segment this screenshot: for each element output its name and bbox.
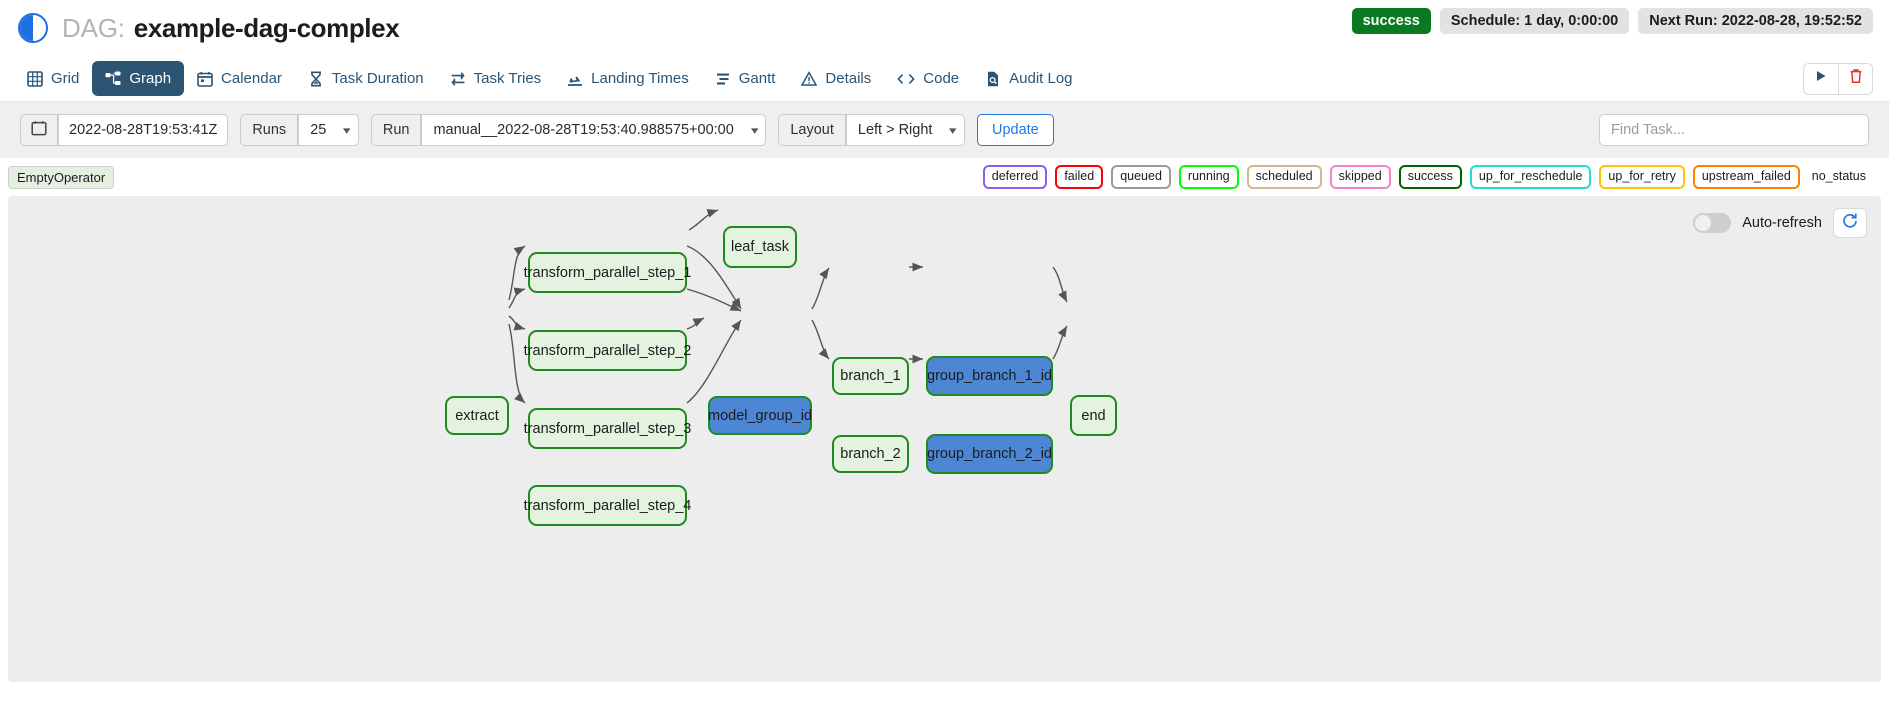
graph-node-branch-1[interactable]: branch_1 — [832, 357, 909, 395]
run-value: manual__2022-08-28T19:53:40.988575+00:00 — [433, 122, 734, 138]
runs-label: Runs — [240, 114, 299, 146]
legend-up-for-retry[interactable]: up_for_retry — [1599, 165, 1685, 189]
tab-landing-times[interactable]: Landing Times — [554, 61, 702, 96]
next-run-badge: Next Run: 2022-08-28, 19:52:52 — [1638, 8, 1873, 34]
refresh-icon — [1842, 213, 1858, 234]
runs-group: Runs 25 ▾ — [240, 114, 359, 146]
layout-value: Left > Right — [857, 122, 933, 138]
details-icon — [801, 70, 818, 87]
tab-grid-label: Grid — [51, 70, 80, 87]
legend-deferred[interactable]: deferred — [982, 165, 1048, 189]
runs-select[interactable]: 25 ▾ — [298, 114, 359, 146]
refresh-button[interactable] — [1833, 208, 1867, 238]
audit-log-icon — [985, 71, 1001, 87]
tab-task-tries[interactable]: Task Tries — [437, 61, 555, 96]
dag-pause-toggle-icon[interactable] — [18, 13, 48, 43]
trash-icon — [1849, 68, 1863, 89]
graph-edges — [508, 209, 1068, 404]
graph-canvas[interactable]: Auto-refresh — [8, 196, 1881, 682]
tab-task-duration[interactable]: Task Duration — [295, 61, 437, 96]
tab-details-label: Details — [825, 70, 872, 87]
tab-gantt-label: Gantt — [738, 70, 776, 87]
tab-task-tries-label: Task Tries — [473, 70, 542, 87]
layout-select[interactable]: Left > Right ▾ — [845, 114, 965, 146]
hourglass-icon — [308, 71, 324, 87]
dag-tabbar: Grid Graph Calendar Task Duration Task T… — [0, 56, 1889, 102]
tab-graph-label: Graph — [129, 70, 172, 87]
landing-icon — [567, 71, 583, 87]
calendar-icon — [31, 120, 47, 141]
graph-node-transform-parallel-step-4[interactable]: transform_parallel_step_4 — [524, 485, 691, 526]
legend-no-status[interactable]: no_status — [1807, 165, 1875, 189]
chevron-down-icon: ▾ — [750, 124, 759, 137]
tab-graph[interactable]: Graph — [92, 61, 185, 96]
tab-grid[interactable]: Grid — [14, 61, 92, 96]
layout-label: Layout — [778, 114, 846, 146]
graph-node-transform-parallel-step-3[interactable]: transform_parallel_step_3 — [524, 408, 691, 449]
tab-calendar[interactable]: Calendar — [184, 61, 295, 96]
tab-calendar-label: Calendar — [221, 70, 282, 87]
base-date-input[interactable]: 2022-08-28T19:53:41Z — [58, 114, 229, 146]
auto-refresh-label: Auto-refresh — [1742, 215, 1822, 231]
graph-icon — [105, 71, 121, 87]
legend-running[interactable]: running — [1178, 165, 1239, 189]
state-legend: deferred failed queued running scheduled… — [982, 165, 1875, 189]
graph-node-end[interactable]: end — [1070, 395, 1117, 436]
base-date-group: 2022-08-28T19:53:41Z — [20, 114, 229, 146]
play-icon — [1814, 69, 1828, 88]
legend-upstream-failed[interactable]: upstream_failed — [1692, 165, 1800, 189]
dag-actions — [1803, 62, 1873, 95]
run-select[interactable]: manual__2022-08-28T19:53:40.988575+00:00… — [421, 114, 767, 146]
tab-landing-times-label: Landing Times — [591, 70, 689, 87]
graph-node-transform-parallel-step-2[interactable]: transform_parallel_step_2 — [524, 330, 691, 371]
auto-refresh-toggle[interactable] — [1693, 213, 1732, 233]
schedule-badge: Schedule: 1 day, 0:00:00 — [1439, 8, 1630, 34]
find-task-input[interactable]: Find Task... — [1599, 114, 1869, 146]
status-badge: success — [1351, 8, 1431, 34]
delete-dag-button[interactable] — [1838, 63, 1872, 94]
tab-gantt[interactable]: Gantt — [702, 61, 789, 96]
chevron-down-icon: ▾ — [949, 124, 957, 137]
graph-node-group-branch-2-id[interactable]: group_branch_2_id — [926, 434, 1053, 474]
legend-bar: EmptyOperator deferred failed queued run… — [0, 158, 1889, 196]
legend-up-for-reschedule[interactable]: up_for_reschedule — [1469, 165, 1592, 189]
graph-node-transform-parallel-step-1[interactable]: transform_parallel_step_1 — [524, 252, 691, 293]
chevron-down-icon: ▾ — [343, 124, 351, 137]
gantt-icon — [715, 71, 731, 87]
tab-audit-log[interactable]: Audit Log — [972, 61, 1085, 96]
retry-icon — [450, 71, 466, 87]
legend-skipped[interactable]: skipped — [1329, 165, 1391, 189]
dag-header: DAG: example-dag-complex success Schedul… — [0, 0, 1889, 56]
tab-code[interactable]: Code — [884, 61, 972, 96]
graph-node-leaf-task[interactable]: leaf_task — [723, 226, 797, 268]
legend-success[interactable]: success — [1398, 165, 1462, 189]
operator-legend-badge: EmptyOperator — [8, 165, 115, 189]
layout-group: Layout Left > Right ▾ — [778, 114, 965, 146]
code-icon — [897, 71, 915, 87]
dag-prefix-label: DAG: — [62, 12, 125, 43]
graph-node-branch-2[interactable]: branch_2 — [832, 435, 909, 473]
graph-node-extract[interactable]: extract — [445, 396, 509, 435]
calendar-picker-button[interactable] — [20, 114, 58, 146]
graph-toolbar: Auto-refresh — [1693, 208, 1867, 238]
graph-node-model-group-id[interactable]: model_group_id — [708, 396, 812, 435]
tab-audit-log-label: Audit Log — [1009, 70, 1073, 87]
run-group: Run manual__2022-08-28T19:53:40.988575+0… — [370, 114, 767, 146]
calendar-icon — [197, 71, 213, 87]
tab-code-label: Code — [923, 70, 960, 87]
page-title: example-dag-complex — [133, 12, 400, 43]
tab-details[interactable]: Details — [788, 61, 884, 96]
legend-failed[interactable]: failed — [1055, 165, 1104, 189]
grid-icon — [27, 70, 43, 87]
runs-value: 25 — [310, 122, 327, 138]
legend-queued[interactable]: queued — [1111, 165, 1171, 189]
graph-node-group-branch-1-id[interactable]: group_branch_1_id — [926, 356, 1053, 396]
run-label: Run — [370, 114, 422, 146]
dag-header-meta: success Schedule: 1 day, 0:00:00 Next Ru… — [1351, 8, 1873, 34]
graph-controls: 2022-08-28T19:53:41Z Runs 25 ▾ Run manua… — [0, 102, 1889, 158]
legend-scheduled[interactable]: scheduled — [1246, 165, 1322, 189]
trigger-dag-button[interactable] — [1804, 63, 1838, 94]
tab-task-duration-label: Task Duration — [331, 70, 424, 87]
update-button[interactable]: Update — [976, 114, 1054, 146]
